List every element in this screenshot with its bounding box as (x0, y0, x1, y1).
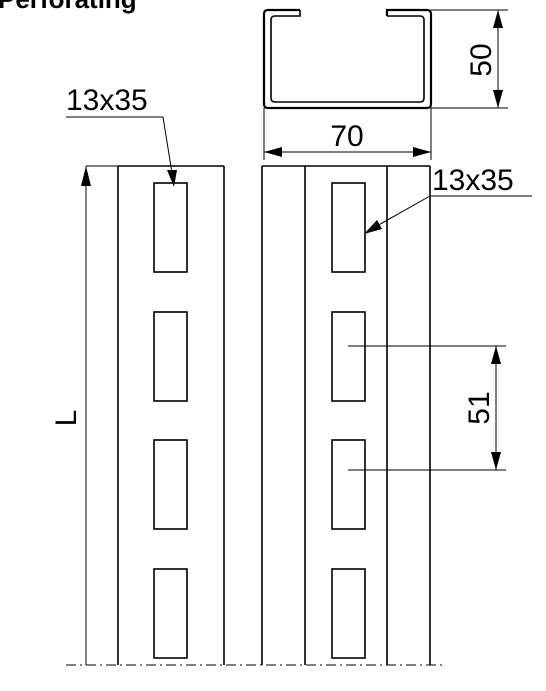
length-label: L (50, 410, 83, 427)
front-view (261, 165, 431, 665)
pitch-dimension: 51 (348, 345, 506, 471)
length-dimension: L (50, 166, 91, 665)
side-slot-label: 13x35 (66, 84, 148, 117)
slot (153, 311, 188, 402)
side-slot-callout: 13x35 (66, 84, 177, 187)
cropped-title: Perforating (0, 0, 137, 14)
slot (331, 311, 366, 402)
slot (331, 568, 366, 659)
height-dimension: 50 (431, 9, 508, 109)
height-label: 50 (465, 43, 498, 76)
slot (153, 439, 188, 530)
channel-cross-section (262, 8, 433, 110)
side-view (86, 165, 225, 665)
front-slot-label: 13x35 (432, 164, 514, 197)
slot (331, 439, 366, 530)
slot (153, 182, 188, 273)
slot (153, 568, 188, 659)
front-slot-callout: 13x35 (364, 164, 532, 234)
width-label: 70 (330, 120, 363, 153)
width-dimension: 70 (263, 108, 432, 160)
slot (331, 182, 366, 273)
pitch-label: 51 (463, 391, 496, 424)
